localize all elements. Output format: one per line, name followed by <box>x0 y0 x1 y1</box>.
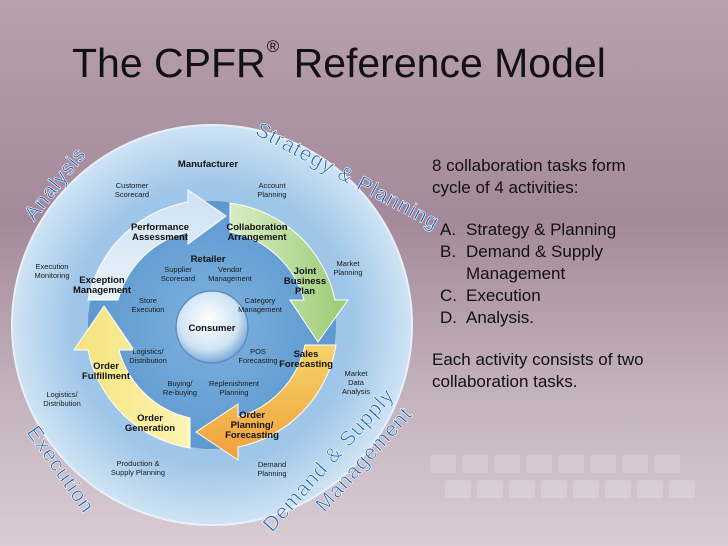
panel-outro: Each activity consists of two collaborat… <box>432 350 644 391</box>
description-panel: 8 collaboration tasks form cycle of 4 ac… <box>432 155 667 393</box>
activity-item: D. Analysis. <box>440 307 667 329</box>
activity-item: B. Demand & Supply Management <box>440 241 667 285</box>
title-main: The CPFR <box>72 40 266 86</box>
keyboard-key <box>669 480 695 498</box>
keyboard-key <box>494 455 520 473</box>
outer-production-supply-planning: Production &Supply Planning <box>111 459 165 477</box>
activity-item: A. Strategy & Planning <box>440 219 667 241</box>
panel-intro: 8 collaboration tasks form cycle of 4 ac… <box>432 156 626 197</box>
keyboard-key <box>590 455 616 473</box>
cycle-arrow-analysis <box>87 189 227 301</box>
keyboard-key <box>541 480 567 498</box>
keyboard-key <box>477 480 503 498</box>
keyboard-key <box>654 455 680 473</box>
activity-text: Execution <box>466 286 541 305</box>
activity-list: A. Strategy & Planning B. Demand & Supply … <box>440 219 667 329</box>
keyboard-key <box>526 455 552 473</box>
consumer-label: Consumer <box>189 323 236 334</box>
inner-logistics-distribution: Logistics/Distribution <box>129 347 167 365</box>
activity-letter: D. <box>440 308 457 327</box>
activity-item: C. Execution <box>440 285 667 307</box>
manufacturer-label: Manufacturer <box>178 159 238 170</box>
registered-mark: ® <box>266 37 280 57</box>
keyboard-key <box>573 480 599 498</box>
title-rest: Reference Model <box>282 40 606 86</box>
activity-letter: B. <box>440 242 457 261</box>
activity-text: Demand & Supply Management <box>466 242 604 283</box>
consumer-circle <box>175 290 249 364</box>
keyboard-key <box>637 480 663 498</box>
keyboard-key <box>558 455 584 473</box>
keyboard-key <box>605 480 631 498</box>
keyboard-key <box>509 480 535 498</box>
activity-text: Strategy & Planning <box>466 220 617 239</box>
keyboard-key <box>430 455 456 473</box>
cpfr-cycle-diagram: Consumer Manufacturer Retailer Performan… <box>11 118 443 537</box>
inner-buying-rebuying: Buying/Re-buying <box>163 379 197 397</box>
activity-letter: A. <box>440 220 457 239</box>
cycle-arrow-strategy <box>229 202 349 343</box>
cycle-arrow-execution <box>73 305 191 449</box>
cycle-arrow-demand-supply <box>195 344 337 461</box>
keyboard-key <box>622 455 648 473</box>
keyboard-key <box>445 480 471 498</box>
activity-text: Analysis. <box>466 308 535 327</box>
activity-letter: C. <box>440 286 457 305</box>
retailer-label: Retailer <box>191 254 226 265</box>
slide-title: The CPFR® Reference Model <box>72 37 606 87</box>
keyboard-key <box>462 455 488 473</box>
outer-logistics-distribution: Logistics/Distribution <box>43 390 81 408</box>
